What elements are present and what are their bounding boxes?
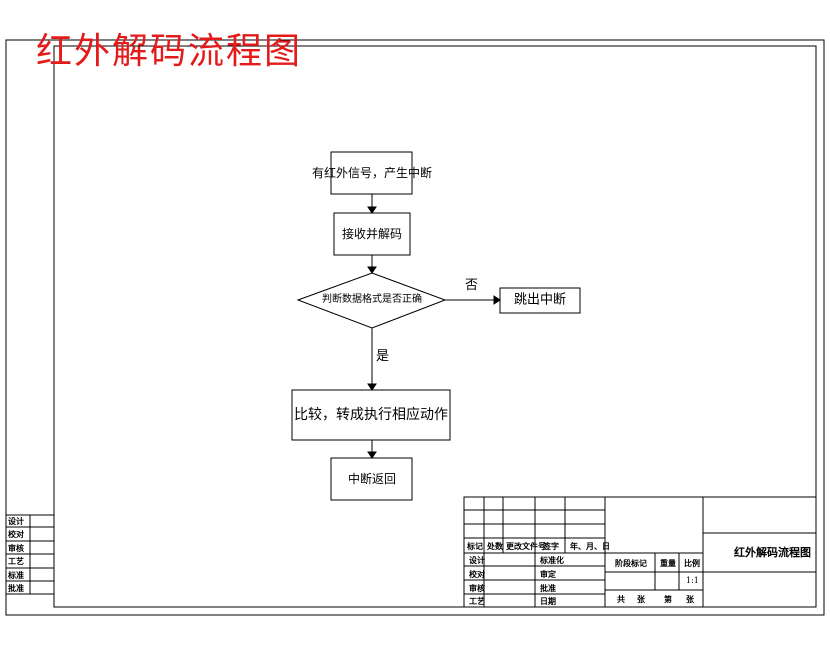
decision-node-label: 判断数据格式是否正确 — [322, 294, 422, 305]
tb-left-row-label: 审核 — [469, 583, 485, 593]
side-row-label: 审核 — [8, 543, 24, 553]
inner-frame — [53, 45, 817, 608]
edge-label-yes: 是 — [376, 349, 390, 364]
arrowhead — [367, 206, 377, 214]
receive-node-label: 接收并解码 — [341, 227, 403, 241]
arrowhead — [367, 383, 377, 391]
side-row-label: 设计 — [8, 516, 24, 526]
tb-header-cell: 更改文件号 — [506, 541, 546, 551]
edge-label-no: 否 — [465, 278, 479, 293]
action-node-label: 比较，转成执行相应动作 — [294, 407, 448, 423]
title-block-grid — [463, 496, 817, 608]
flow-arrows — [367, 194, 501, 459]
page-title: 红外解码流程图 — [36, 31, 303, 72]
arrowhead — [493, 295, 501, 305]
tb-left-row-label: 设计 — [469, 555, 485, 565]
tb-weight-label: 重量 — [660, 558, 676, 568]
tb-sheet-label: 张 — [637, 594, 645, 604]
tb-mid-row-label: 日期 — [540, 596, 556, 606]
tb-header-cell: 签字 — [543, 541, 559, 551]
tb-left-row-label: 工艺 — [469, 596, 485, 606]
tb-header-cell: 标记 — [467, 541, 483, 551]
tb-scale-value: 1:1 — [686, 576, 699, 585]
tb-mid-row-label: 批准 — [540, 583, 556, 593]
tb-mid-row-label: 审定 — [540, 569, 556, 579]
tb-header-cell: 处数 — [487, 541, 503, 551]
tb-left-row-label: 校对 — [469, 569, 485, 579]
action-box[interactable] — [291, 389, 451, 441]
arrowhead — [367, 266, 377, 274]
tb-sheet-label: 第 — [664, 594, 672, 604]
outer-frame — [5, 39, 825, 616]
return-node-label: 中断返回 — [347, 472, 397, 486]
tb-header-cell: 年、月、日 — [570, 541, 610, 551]
side-block-grid — [6, 514, 54, 595]
tb-sheet-label: 张 — [686, 594, 694, 604]
tb-sheet-label: 共 — [617, 594, 625, 604]
arrowhead — [367, 451, 377, 459]
side-row-label: 工艺 — [8, 556, 24, 566]
tb-stage-label: 阶段标记 — [615, 558, 647, 568]
tb-drawing-name: 红外解码流程图 — [734, 546, 811, 559]
side-row-label: 标准 — [8, 570, 24, 580]
jump-node-label: 跳出中断 — [513, 292, 567, 308]
start-node-label: 有红外信号，产生中断 — [311, 166, 433, 180]
tb-scale-label: 比例 — [684, 558, 700, 568]
side-row-label: 校对 — [8, 529, 24, 539]
tb-mid-row-label: 标准化 — [540, 555, 564, 565]
side-row-label: 批准 — [8, 583, 24, 593]
